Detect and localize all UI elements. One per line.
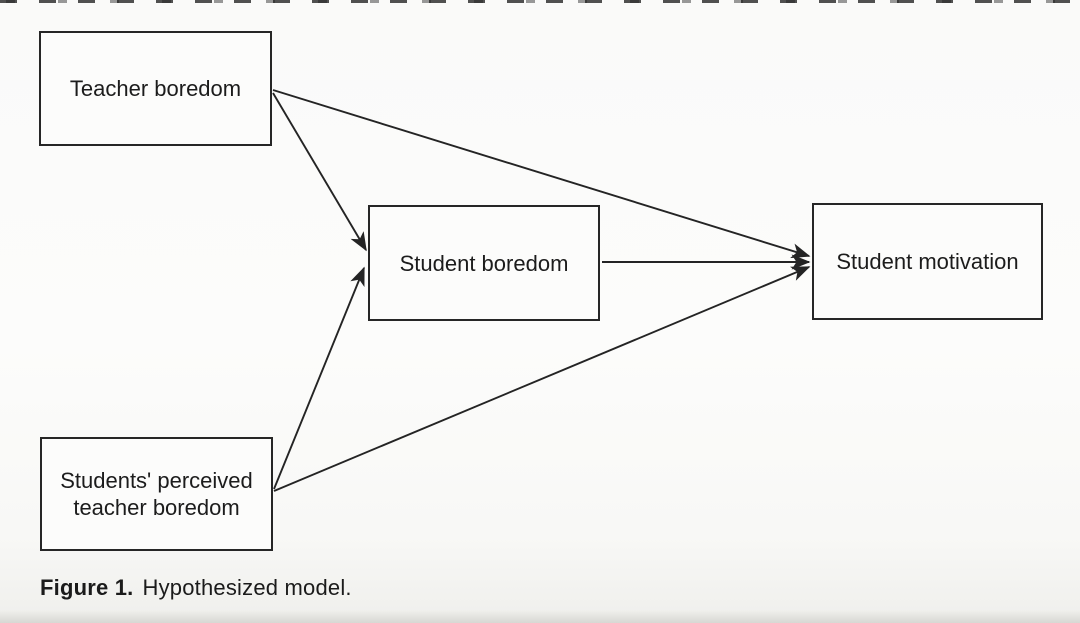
figure-caption-text: Hypothesized model. — [142, 575, 352, 600]
edge-teacher-boredom-to-student-motivation — [272, 89, 811, 259]
video-artifact-top — [0, 0, 1080, 3]
figure-caption-label: Figure 1. — [40, 575, 134, 600]
edge-teacher-boredom-to-student-boredom — [272, 92, 367, 252]
node-teacher-boredom: Teacher boredom — [39, 31, 272, 146]
edge-students-perceived-to-student-motivation — [273, 266, 811, 492]
node-label: Students' perceived teacher boredom — [60, 468, 253, 520]
video-artifact-bottom — [0, 610, 1080, 623]
node-label: Student motivation — [836, 249, 1019, 274]
node-student-motivation: Student motivation — [812, 203, 1043, 320]
node-label: Student boredom — [399, 250, 569, 276]
node-students-perceived-teacher-boredom: Students' perceived teacher boredom — [40, 437, 273, 551]
edge-students-perceived-to-student-boredom — [273, 266, 365, 490]
node-student-boredom: Student boredom — [368, 205, 600, 321]
node-label: Teacher boredom — [69, 76, 242, 101]
figure-caption: Figure 1. Hypothesized model. — [40, 575, 352, 601]
